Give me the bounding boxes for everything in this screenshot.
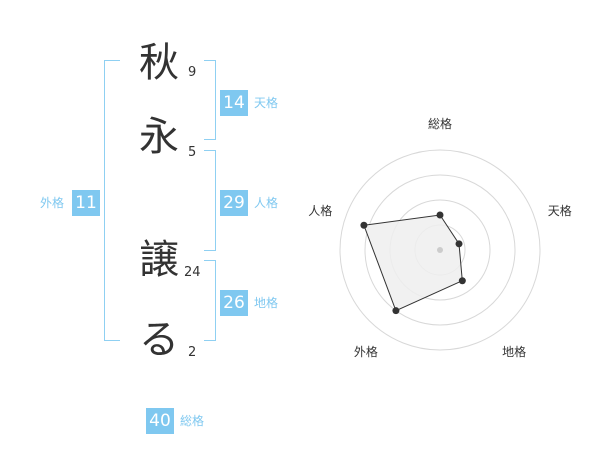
radar-axis-label-5: 人格 — [308, 203, 332, 218]
tenkaku-bracket — [204, 60, 216, 140]
gaikaku-label: 外格 — [40, 196, 65, 210]
radar-point-5 — [360, 221, 368, 229]
name-char-3: 譲 — [139, 237, 179, 283]
name-char-1: 秋 — [139, 40, 179, 86]
name-char-2: 永 — [139, 114, 179, 160]
radar-area — [363, 214, 463, 312]
radar-center-dot — [437, 247, 443, 253]
radar-points — [360, 211, 466, 315]
soukaku-label: 総格 — [180, 414, 205, 428]
radar-point-1 — [436, 211, 444, 219]
radar-point-2 — [455, 240, 463, 248]
jinkaku-bracket — [204, 150, 216, 251]
stroke-count-3: 24 — [184, 265, 201, 280]
name-char-4: る — [139, 317, 179, 363]
gaikaku-value: 11 — [72, 190, 100, 216]
radar-axis-label-1: 総格 — [428, 116, 452, 131]
soukaku-value: 40 — [146, 408, 174, 434]
radar-axis-label-4: 外格 — [354, 344, 378, 359]
tenkaku-value: 14 — [220, 90, 248, 116]
tenkaku-label: 天格 — [254, 96, 279, 110]
radar-point-4 — [392, 307, 400, 315]
radar-axis-label-3: 地格 — [502, 344, 526, 359]
radar-ring-4 — [339, 149, 541, 351]
radar-ring-3 — [364, 174, 516, 326]
radar-axis-label-2: 天格 — [548, 203, 572, 218]
gaikaku-bracket — [104, 60, 120, 341]
radar-point-3 — [458, 277, 466, 285]
chikaku-bracket — [204, 260, 216, 341]
chikaku-value: 26 — [220, 290, 248, 316]
stroke-count-1: 9 — [188, 65, 197, 80]
jinkaku-label: 人格 — [254, 196, 279, 210]
stroke-count-4: 2 — [188, 345, 197, 360]
chikaku-label: 地格 — [254, 296, 279, 310]
stroke-count-2: 5 — [188, 145, 197, 160]
jinkaku-value: 29 — [220, 190, 248, 216]
